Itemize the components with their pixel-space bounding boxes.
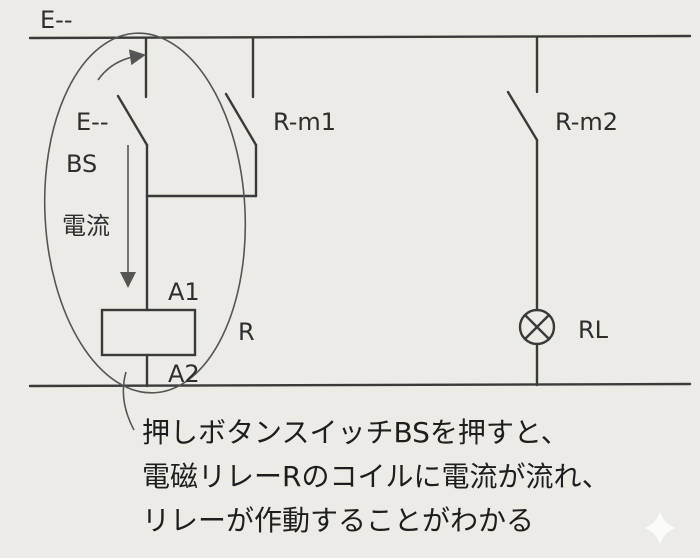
top-rail [28,34,692,40]
relay-coil [100,308,197,357]
leader-line [122,371,135,431]
push-button-switch-bs [116,36,149,312]
caption-line-3: リレーが作動することがわかる [142,504,534,537]
label-a2: A2 [168,360,200,388]
label-current: 電流 [62,212,110,240]
highlight-ellipse [43,32,247,394]
bottom-rail [28,382,692,388]
press-arrow-icon [97,49,146,81]
sparkle-icon [644,512,676,544]
caption-line-2: 電磁リレーRのコイルに電流が流れ、 [142,460,610,493]
contact-r-m2 [506,35,539,312]
label-bs: BS [66,150,97,178]
contact-r-m1 [145,36,258,198]
label-a1: A1 [168,278,200,306]
label-r-m1: R-m1 [273,108,336,136]
label-relay: R [238,318,255,346]
label-lamp: RL [578,316,609,344]
lamp-rl [518,308,556,387]
label-bs-contact: E-- [76,108,108,136]
label-r-m2: R-m2 [555,108,618,136]
label-top-rail: E-- [40,6,72,34]
caption-line-1: 押しボタンスイッチBSを押すと、 [142,416,569,449]
